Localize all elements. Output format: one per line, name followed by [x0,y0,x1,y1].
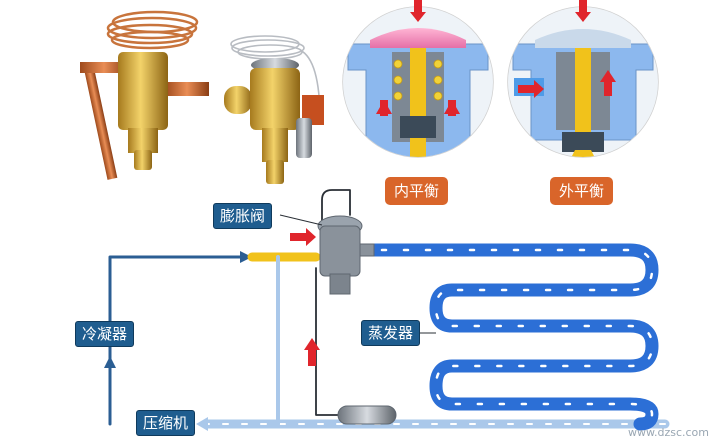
valve-photo-1 [80,12,209,180]
watermark: www.dzsc.com [628,426,709,439]
sensing-bulb [338,406,396,424]
evaporator-label: 蒸发器 [361,320,420,346]
valve-photo-2 [224,36,324,184]
condenser-label: 冷凝器 [75,321,134,347]
section-internal-balance [340,0,500,160]
circuit [104,190,665,431]
section-external-balance [505,0,665,160]
expansion-valve-label: 膨胀阀 [213,203,272,229]
external-balance-badge: 外平衡 [550,177,613,205]
compressor-label: 压缩机 [136,410,195,436]
internal-balance-badge: 内平衡 [385,177,448,205]
expansion-valve-body [318,216,374,294]
